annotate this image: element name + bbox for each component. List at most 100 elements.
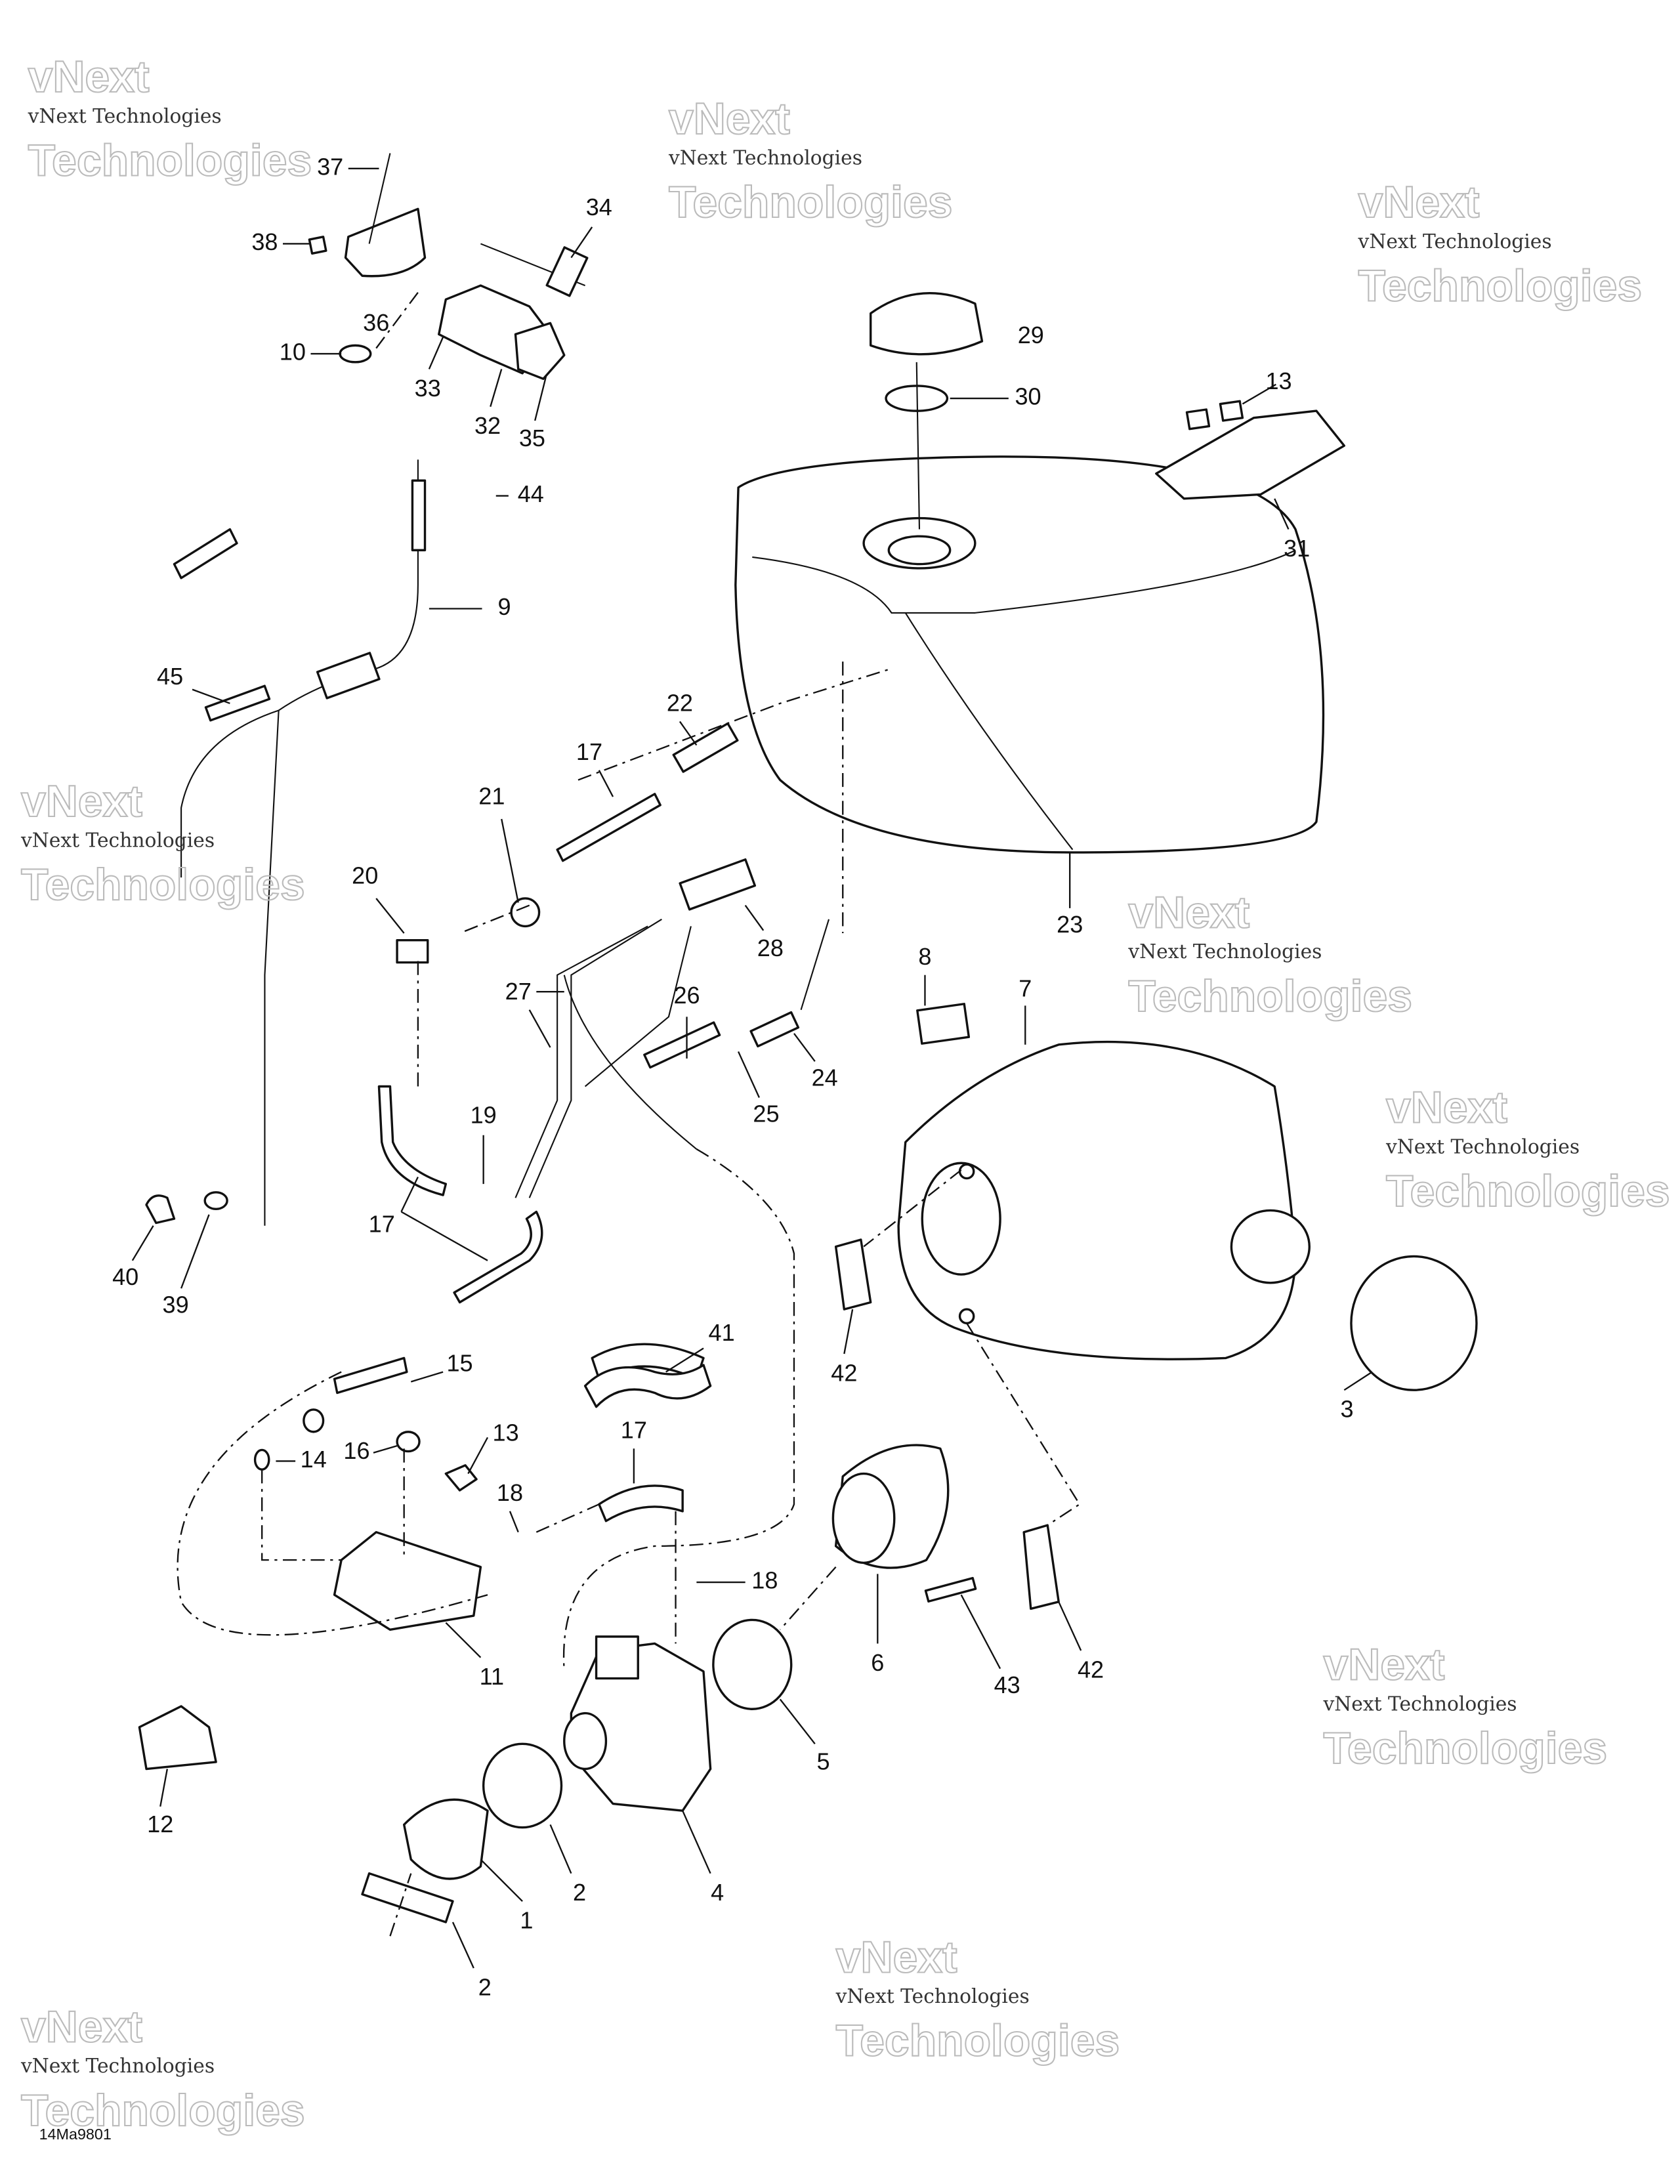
assembly-lines (177, 292, 1081, 1937)
callout-12: 12 (147, 1811, 173, 1838)
callout-17: 17 (621, 1416, 647, 1443)
callout-18: 18 (497, 1479, 523, 1506)
callout-44: 44 (518, 480, 544, 507)
callout-33: 33 (415, 375, 441, 402)
callout-8: 8 (918, 943, 931, 970)
clamp (712, 1618, 793, 1710)
leader-lines (131, 167, 1373, 1969)
watermark-line2: Technologies (669, 178, 953, 227)
clip-42b (1022, 1524, 1060, 1610)
watermark-caption: vNext Technologies (1385, 1135, 1580, 1158)
callout-13: 13 (493, 1419, 519, 1446)
watermark-caption: vNext Technologies (20, 2055, 215, 2078)
clip-42 (834, 1238, 872, 1311)
callout-31: 31 (1284, 535, 1310, 562)
callout-32: 32 (474, 412, 501, 439)
callout-43: 43 (994, 1671, 1020, 1698)
watermark-line2: Technologies (836, 2017, 1120, 2066)
watermark-line1: vNext (1323, 1641, 1444, 1690)
callout-45: 45 (157, 663, 183, 690)
drawing-code: 14Ma9801 (39, 2126, 112, 2143)
callout-9: 9 (497, 593, 511, 620)
callout-5: 5 (816, 1748, 830, 1775)
callout-15: 15 (447, 1350, 473, 1377)
callout-4: 4 (711, 1879, 724, 1906)
callout-27: 27 (505, 978, 532, 1005)
watermark-line1: vNext (1128, 889, 1250, 938)
parts-drawing (138, 153, 1478, 1923)
clamp (482, 1742, 563, 1829)
watermark-caption: vNext Technologies (20, 829, 215, 852)
tank-bracket (1155, 410, 1346, 500)
fuel-hose (556, 793, 662, 862)
callout-7: 7 (1018, 975, 1032, 1002)
watermark-line2: Technologies (21, 860, 305, 910)
callout-17: 17 (576, 738, 602, 765)
air-filter (1350, 1255, 1478, 1391)
callout-35: 35 (519, 425, 545, 452)
watermark-line2: Technologies (21, 2086, 305, 2135)
watermark-line1: vNext (21, 2003, 142, 2052)
callout-21: 21 (478, 783, 505, 810)
watermark-line2: Technologies (1358, 261, 1643, 310)
fuel-pump (333, 1530, 482, 1631)
watermark-line2: Technologies (28, 136, 312, 185)
watermark-line1: vNext (669, 94, 790, 144)
watermark-line1: vNext (28, 52, 150, 102)
callout-16: 16 (343, 1437, 369, 1464)
callout-19: 19 (471, 1102, 497, 1129)
callout-28: 28 (757, 934, 784, 961)
callout-26: 26 (673, 982, 700, 1009)
callout-41: 41 (709, 1319, 735, 1346)
watermark-caption: vNext Technologies (1358, 230, 1552, 253)
callout-6: 6 (871, 1649, 884, 1676)
callout-2: 2 (478, 1973, 492, 2000)
callout-18: 18 (751, 1567, 778, 1594)
callout-1: 1 (520, 1907, 533, 1934)
callout-29: 29 (1018, 322, 1044, 348)
callout-17: 17 (369, 1210, 395, 1237)
watermark-caption: vNext Technologies (28, 105, 222, 128)
callout-10: 10 (280, 339, 306, 366)
callout-2: 2 (573, 1879, 586, 1906)
callout-11: 11 (480, 1663, 504, 1690)
washer (203, 1191, 228, 1210)
callout-42: 42 (831, 1359, 857, 1386)
carb-boot (402, 1798, 489, 1880)
callout-23: 23 (1057, 911, 1083, 938)
watermark-line2: Technologies (1128, 972, 1412, 1021)
watermark-caption: vNext Technologies (835, 1985, 1030, 2008)
callout-20: 20 (352, 862, 378, 889)
callout-40: 40 (112, 1263, 138, 1290)
watermark-line1: vNext (1358, 178, 1480, 227)
callout-34: 34 (586, 194, 612, 220)
clip (145, 1194, 176, 1225)
callout-13: 13 (1266, 368, 1292, 394)
callout-38: 38 (251, 228, 278, 255)
throttle-lever (344, 207, 427, 278)
watermark-line1: vNext (836, 1933, 957, 1982)
decal (916, 1003, 971, 1045)
watermark-line2: Technologies (1386, 1167, 1670, 1216)
vent-hose (583, 1364, 712, 1408)
callout-37: 37 (317, 153, 343, 180)
watermark-line2: Technologies (1323, 1724, 1607, 1773)
watermark-line1: vNext (21, 777, 142, 826)
watermark-caption: vNext Technologies (1322, 1692, 1517, 1715)
fuel-cap (869, 292, 984, 356)
callout-39: 39 (163, 1291, 189, 1318)
callout-24: 24 (812, 1064, 838, 1091)
bracket-12 (138, 1705, 217, 1771)
watermark-caption: vNext Technologies (1127, 940, 1322, 963)
